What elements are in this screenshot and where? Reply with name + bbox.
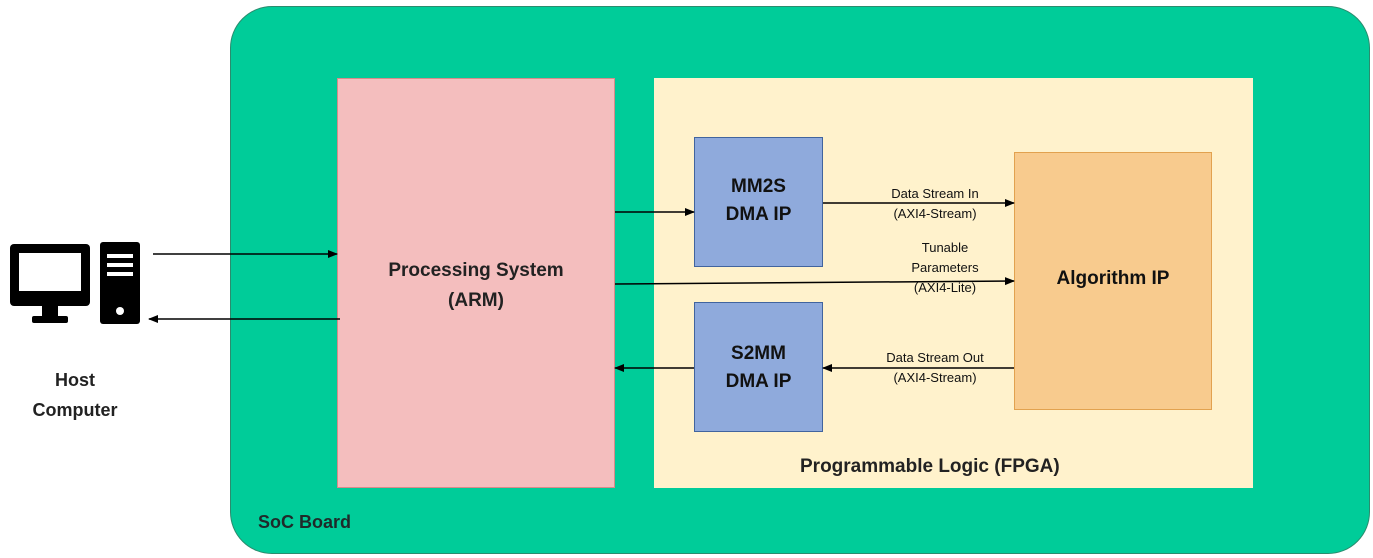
algorithm-ip-label: Algorithm IP	[1056, 268, 1170, 289]
processing-system-subtitle: (ARM)	[448, 290, 504, 311]
soc-board-label: SoC Board	[258, 512, 352, 532]
processing-system-block	[337, 78, 615, 488]
programmable-logic-label: Programmable Logic (FPGA)	[800, 456, 1060, 477]
processing-system-title: Processing System	[388, 260, 564, 281]
processing-system-label: Processing System (ARM)	[337, 256, 615, 316]
s2mm-dma-subtitle: DMA IP	[725, 371, 792, 392]
ps-to-algorithm-arrow	[614, 277, 1015, 286]
mm2s-dma-subtitle: DMA IP	[725, 204, 792, 225]
s2mm-dma-label: S2MM DMA IP	[694, 340, 823, 396]
stream-in-label-line1: Data Stream In	[891, 186, 979, 201]
stream-in-label: Data Stream In (AXI4-Stream)	[860, 184, 1010, 224]
tunable-label-line1: Tunable	[921, 240, 969, 255]
mm2s-dma-title: MM2S	[731, 176, 786, 197]
mm2s-dma-block	[694, 137, 823, 267]
tunable-label-line3: (AXI4-Lite)	[913, 280, 977, 295]
desktop-computer-icon	[10, 242, 140, 324]
stream-out-label: Data Stream Out (AXI4-Stream)	[860, 348, 1010, 388]
host-label-line2: Computer	[32, 400, 118, 420]
stream-out-label-line2: (AXI4-Stream)	[893, 370, 977, 385]
stream-out-label-line1: Data Stream Out	[886, 350, 984, 365]
stream-in-label-line2: (AXI4-Stream)	[893, 206, 977, 221]
tunable-parameters-label: Tunable Parameters (AXI4-Lite)	[880, 238, 1010, 298]
host-label-line1: Host	[55, 370, 95, 390]
mm2s-dma-label: MM2S DMA IP	[694, 173, 823, 229]
host-computer-label: Host Computer	[20, 365, 130, 425]
s2mm-dma-block	[694, 302, 823, 432]
tunable-label-line2: Parameters	[911, 260, 979, 275]
s2mm-dma-title: S2MM	[731, 343, 786, 364]
